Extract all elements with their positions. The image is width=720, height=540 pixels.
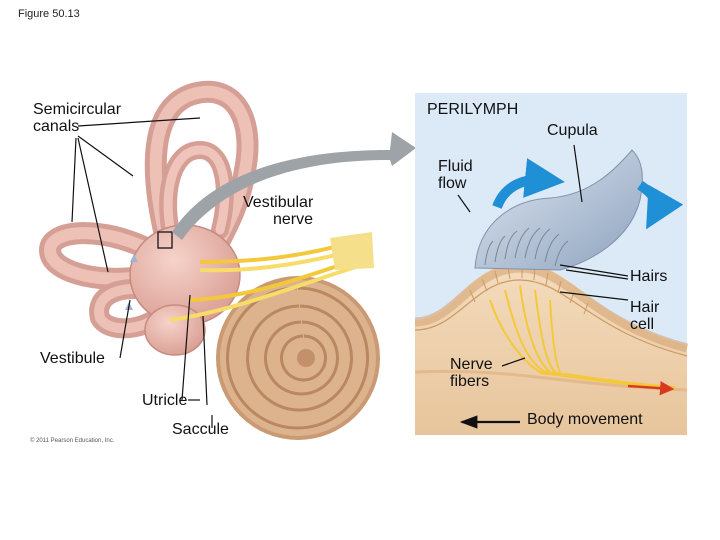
nerve-fibers-label: Nerve fibers (450, 356, 493, 390)
impulse-arrow (627, 381, 675, 396)
fluid-flow-arrow-left (492, 158, 565, 210)
leader-lines (71, 117, 629, 428)
utricle-label: Utricle (142, 392, 188, 409)
body-movement-label: Body movement (527, 411, 643, 428)
semicircular-canals-label: Semicircular canals (33, 101, 122, 135)
fluid-flow-arrow-right (637, 180, 684, 230)
vestibule-label: Vestibule (40, 350, 105, 367)
magnification-box (157, 231, 173, 249)
figure-label: Figure 50.13 (18, 8, 80, 20)
cochlea (216, 276, 380, 440)
utricle-hair-marker (130, 254, 138, 262)
hairs-label: Hairs (630, 268, 668, 285)
hair-bundles (484, 227, 569, 267)
perilymph-label: PERILYMPH (427, 101, 519, 118)
zoom-callout-arrow (172, 132, 416, 240)
copyright-credit: © 2011 Pearson Education, Inc. (30, 438, 115, 444)
vestibular-nerve-label: Vestibular nerve (243, 194, 314, 228)
cupula-label: Cupula (547, 122, 598, 139)
fluid-flow-label: Fluid flow (438, 158, 473, 192)
vestibular-nerve-bundle (169, 232, 374, 322)
hair-cell-label: Hair cell (630, 299, 660, 333)
cupula-shape (474, 149, 643, 271)
saccule-label: Saccule (172, 421, 229, 438)
